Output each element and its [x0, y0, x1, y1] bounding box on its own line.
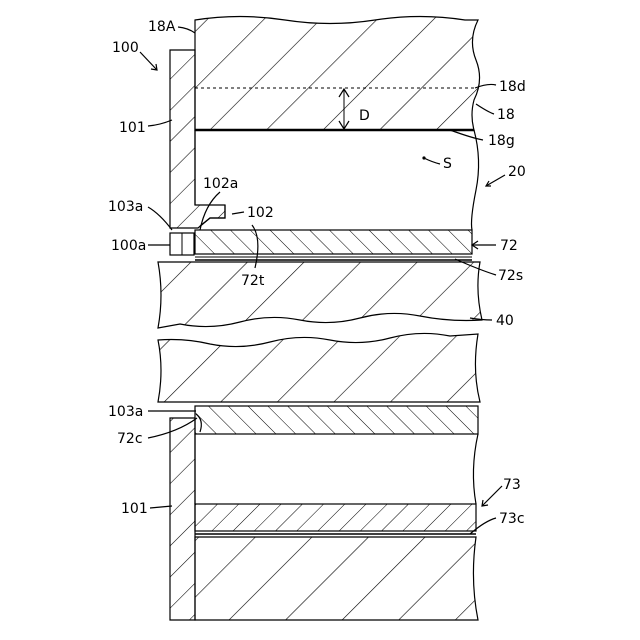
label-72t: 72t: [241, 273, 265, 289]
leader-S-dot: [422, 156, 425, 159]
label-100a: 100a: [111, 238, 146, 254]
space-lower-boundary: [473, 434, 478, 504]
member-40-upper: [158, 262, 482, 328]
label-103a-bottom: 103a: [108, 404, 143, 420]
label-18: 18: [497, 107, 515, 123]
label-20: 20: [508, 164, 526, 180]
label-72s: 72s: [498, 268, 523, 284]
label-40: 40: [496, 313, 514, 329]
space-S-boundary: [472, 130, 479, 230]
label-100: 100: [112, 40, 139, 56]
leader-18: [476, 104, 494, 114]
member-101-lower: [170, 418, 195, 620]
member-bottom: [195, 537, 478, 620]
label-72: 72: [500, 238, 518, 254]
label-72c: 72c: [117, 431, 143, 447]
leader-101-top: [148, 120, 172, 126]
leader-18g: [450, 130, 483, 140]
label-103a-top: 103a: [108, 199, 143, 215]
label-102: 102: [247, 205, 274, 221]
layer-72-lower: [195, 406, 478, 434]
label-S: S: [443, 156, 452, 172]
label-101-top: 101: [119, 120, 146, 136]
leader-100: [140, 52, 157, 70]
label-101-bottom: 101: [121, 501, 148, 517]
leader-101-bottom: [150, 506, 172, 508]
label-73: 73: [503, 477, 521, 493]
layer-73: [195, 504, 476, 531]
member-40-lower: [158, 333, 480, 402]
layer-72: [195, 230, 472, 254]
label-18d: 18d: [499, 79, 526, 95]
label-73c: 73c: [499, 511, 525, 527]
leader-103a-top: [148, 207, 172, 230]
label-D: D: [359, 108, 370, 124]
label-18g: 18g: [488, 133, 515, 149]
leader-18A: [178, 27, 195, 33]
leader-S: [424, 158, 440, 164]
leader-73: [482, 486, 502, 506]
member-18: [195, 17, 480, 131]
label-102a: 102a: [203, 176, 238, 192]
leader-102: [232, 212, 244, 214]
label-18A: 18A: [148, 19, 176, 35]
leader-20: [486, 175, 505, 186]
